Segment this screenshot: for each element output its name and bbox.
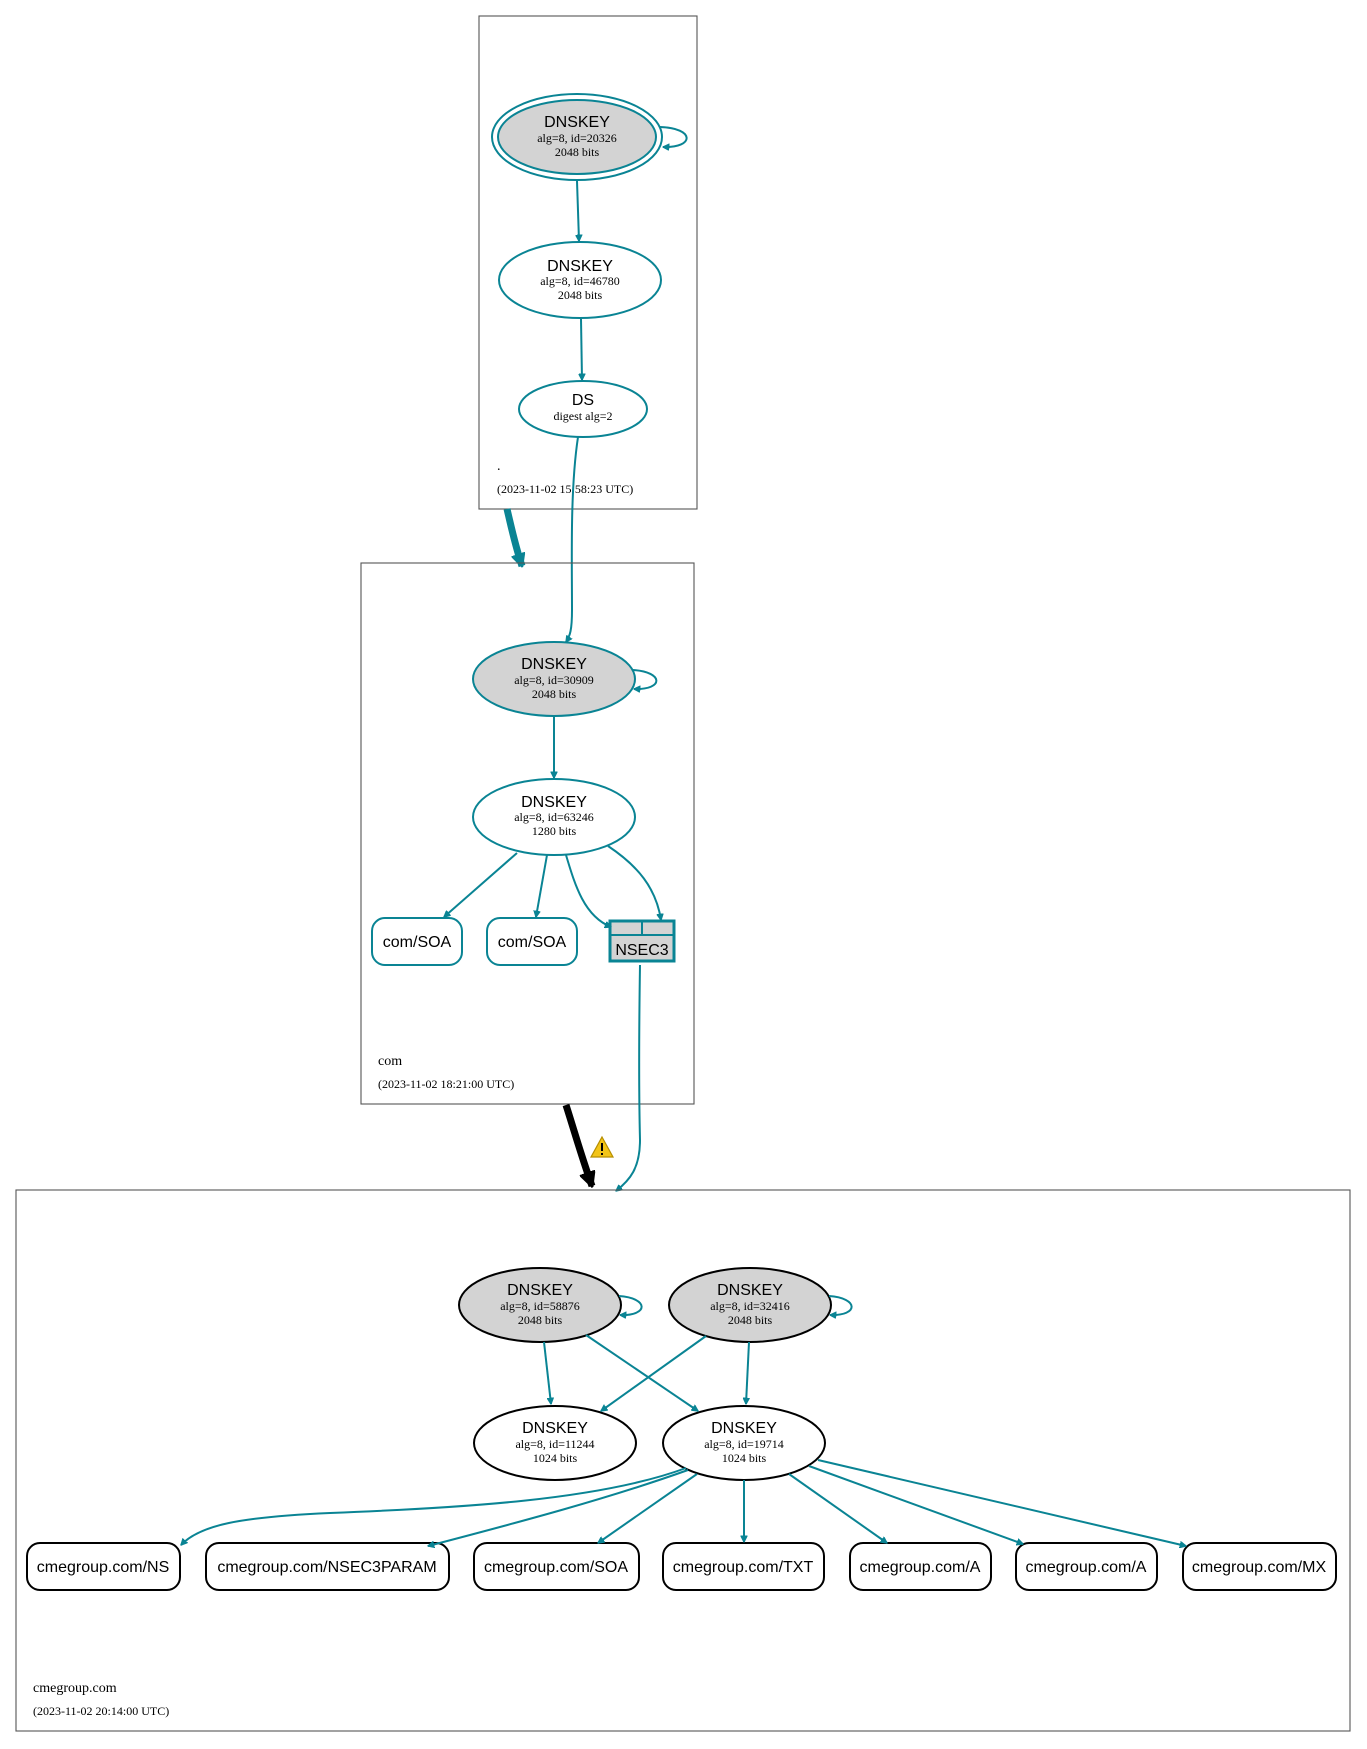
signing-edge [585,1334,698,1411]
ds-to-dnskey-edge [565,436,579,642]
node-bits: 1024 bits [533,1451,578,1465]
rrset-label: com/SOA [383,934,452,951]
warning-icon[interactable] [589,1135,615,1158]
signing-edge [536,854,548,917]
signing-edge [565,854,611,927]
dnskey-node-root-ksk[interactable]: DNSKEY alg=8, id=20326 2048 bits [491,93,663,181]
zone-cmegroup-timestamp: (2023-11-02 20:14:00 UTC) [33,1704,169,1718]
self-signature-edge [659,126,688,147]
ds-node-root[interactable]: DS digest alg=2 [518,380,648,438]
node-title: DNSKEY [717,1282,783,1299]
dnskey-node-cmegroup-zsk-19714[interactable]: DNSKEY alg=8, id=19714 1024 bits [662,1405,826,1481]
node-alg-id: alg=8, id=46780 [540,274,620,288]
node-title: DS [572,392,594,409]
node-bits: 1280 bits [532,824,577,838]
nsec3-node-com[interactable]: NSEC3 [608,919,676,963]
node-bits: 2048 bits [728,1313,773,1327]
dnskey-node-com-zsk[interactable]: DNSKEY alg=8, id=63246 1280 bits [472,778,636,856]
rrset-node-cmegroup-ns[interactable]: cmegroup.com/NS [26,1542,181,1591]
node-bits: 1024 bits [722,1451,767,1465]
rrset-label: cmegroup.com/NSEC3PARAM [217,1559,436,1576]
signing-edge [601,1335,707,1411]
node-alg-id: alg=8, id=20326 [537,131,617,145]
rrset-label: cmegroup.com/MX [1192,1559,1327,1576]
signing-edge [746,1341,750,1404]
rrset-label: cmegroup.com/TXT [673,1559,814,1576]
rrset-node-cmegroup-soa[interactable]: cmegroup.com/SOA [473,1542,640,1591]
zone-com-box [360,562,695,1105]
dnskey-node-cmegroup-ksk-58876[interactable]: DNSKEY alg=8, id=58876 2048 bits [458,1267,622,1343]
dnskey-node-cmegroup-ksk-32416[interactable]: DNSKEY alg=8, id=32416 2048 bits [668,1267,832,1343]
zone-cmegroup-box [15,1189,1351,1732]
node-alg-id: alg=8, id=11244 [515,1437,594,1451]
rrset-label: cmegroup.com/A [1026,1559,1147,1576]
self-signature-edge [618,1295,643,1315]
node-alg-id: alg=8, id=63246 [514,810,594,824]
rrset-label: cmegroup.com/A [860,1559,981,1576]
signing-edge [607,845,661,920]
node-bits: 2048 bits [555,145,600,159]
signing-edge [788,1473,887,1543]
rrset-label: com/SOA [498,934,567,951]
node-title: DNSKEY [547,258,613,275]
self-signature-edge [632,669,658,689]
rrset-node-cmegroup-txt[interactable]: cmegroup.com/TXT [662,1542,825,1591]
rrset-label: cmegroup.com/SOA [484,1559,628,1576]
delegation-edge-com-cmegroup [562,1103,592,1186]
signing-edge [577,180,579,241]
zone-root-box [478,15,698,510]
node-title: DNSKEY [521,656,587,673]
node-alg-id: alg=8, id=30909 [514,673,594,687]
node-digest-alg: digest alg=2 [553,409,612,423]
node-title: DNSKEY [544,114,610,131]
zone-root-timestamp: (2023-11-02 15:58:23 UTC) [497,482,633,496]
zone-cmegroup: cmegroup.com (2023-11-02 20:14:00 UTC) [15,1189,1351,1732]
node-alg-id: alg=8, id=58876 [500,1299,580,1313]
signing-edge [428,1469,689,1546]
node-title: DNSKEY [521,794,587,811]
rrset-node-com-soa-2[interactable]: com/SOA [486,917,578,966]
rrset-node-com-soa-1[interactable]: com/SOA [371,917,463,966]
signing-edge [598,1473,698,1543]
dnskey-node-com-ksk[interactable]: DNSKEY alg=8, id=30909 2048 bits [472,641,636,717]
rrset-node-cmegroup-mx[interactable]: cmegroup.com/MX [1182,1542,1337,1591]
signing-edge [581,318,582,380]
self-signature-edge [828,1295,853,1315]
signing-edge [444,852,518,917]
dnskey-node-root-zsk[interactable]: DNSKEY alg=8, id=46780 2048 bits [498,241,662,319]
node-alg-id: alg=8, id=19714 [704,1437,784,1451]
zone-com: com (2023-11-02 18:21:00 UTC) [360,562,695,1105]
zone-cmegroup-name: cmegroup.com [33,1681,117,1696]
signing-edge [817,1459,1186,1546]
node-bits: 2048 bits [518,1313,563,1327]
dnskey-node-cmegroup-zsk-11244[interactable]: DNSKEY alg=8, id=11244 1024 bits [473,1405,637,1481]
rrset-node-cmegroup-a-2[interactable]: cmegroup.com/A [1015,1542,1158,1591]
node-alg-id: alg=8, id=32416 [710,1299,790,1313]
node-bits: 2048 bits [558,288,603,302]
nsec3-label: NSEC3 [615,942,668,959]
delegation-edge-root-com [503,508,522,566]
rrset-node-cmegroup-nsec3param[interactable]: cmegroup.com/NSEC3PARAM [205,1542,450,1591]
signing-edge [543,1341,551,1404]
signing-edge [181,1467,687,1545]
node-title: DNSKEY [711,1420,777,1437]
zone-root: . (2023-11-02 15:58:23 UTC) [478,15,698,510]
zone-com-name: com [378,1054,402,1069]
zone-com-timestamp: (2023-11-02 18:21:00 UTC) [378,1077,514,1091]
node-title: DNSKEY [507,1282,573,1299]
rrset-node-cmegroup-a-1[interactable]: cmegroup.com/A [849,1542,992,1591]
nsec3-to-zone-edge [616,964,642,1191]
rrset-label: cmegroup.com/NS [37,1559,170,1576]
node-title: DNSKEY [522,1420,588,1437]
signing-edge [808,1465,1023,1544]
node-bits: 2048 bits [532,687,577,701]
zone-root-name: . [497,459,501,474]
